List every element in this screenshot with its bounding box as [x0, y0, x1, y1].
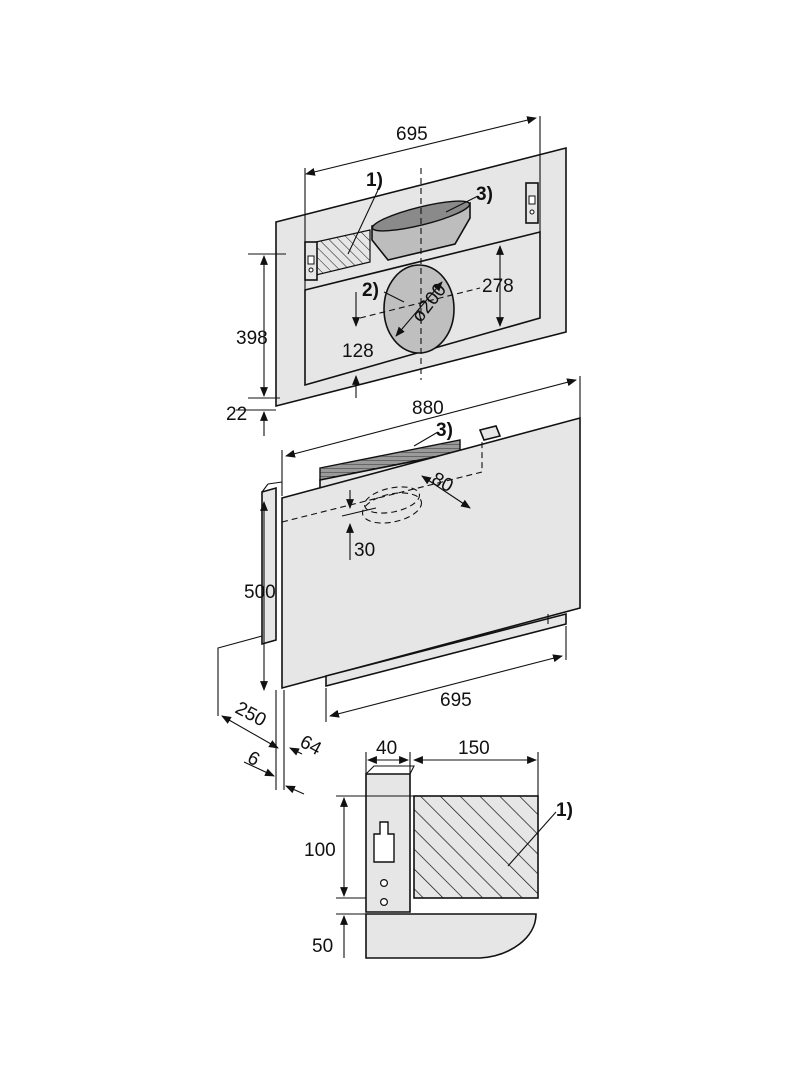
dim-depth-250: 250	[232, 698, 270, 731]
dim-bracket-150: 150	[458, 738, 490, 759]
hood-glass-panel	[281, 416, 581, 690]
left-bracket-top	[304, 241, 318, 281]
dim-hood-offset-30: 30	[354, 540, 375, 561]
callout-3-top: 3)	[476, 184, 493, 205]
bracket-keyhole	[373, 821, 395, 863]
dim-top-width: 695	[396, 124, 428, 145]
right-bracket-top	[525, 182, 539, 224]
callout-1-top: 1)	[366, 170, 383, 191]
dim-depth-6: 6	[244, 747, 263, 771]
duct-opening-top	[371, 200, 471, 232]
dim-top-height: 398	[236, 328, 268, 349]
dim-hood-bottom-width: 695	[440, 690, 472, 711]
dim-duct-height: 278	[482, 276, 514, 297]
dim-bracket-50: 50	[312, 936, 333, 957]
dim-hood-total-width: 880	[412, 398, 444, 419]
callout-2-top: 2)	[362, 280, 379, 301]
callout-3-hood: 3)	[436, 420, 453, 441]
bracket-detail-view: 40 150 100 50 1)	[304, 738, 573, 959]
callout-1-bracket: 1)	[556, 800, 573, 821]
dim-depth-64: 64	[296, 732, 325, 761]
dim-duct-center: 128	[342, 341, 374, 362]
hood-back-post-right	[478, 425, 502, 441]
base-unit-shape	[365, 913, 537, 959]
hatched-area-bracket	[413, 795, 539, 899]
dim-top-bottom-offset: 22	[226, 404, 247, 425]
wall-plate-view: 695 398 22 278 128 ø200 1) 2) 3)	[226, 116, 567, 436]
dim-hood-height: 500	[244, 582, 276, 603]
dim-bracket-40: 40	[376, 738, 397, 759]
hood-view: 880 80 30 500 695 250 6 64 3)	[217, 376, 581, 795]
dim-bracket-100: 100	[304, 840, 336, 861]
